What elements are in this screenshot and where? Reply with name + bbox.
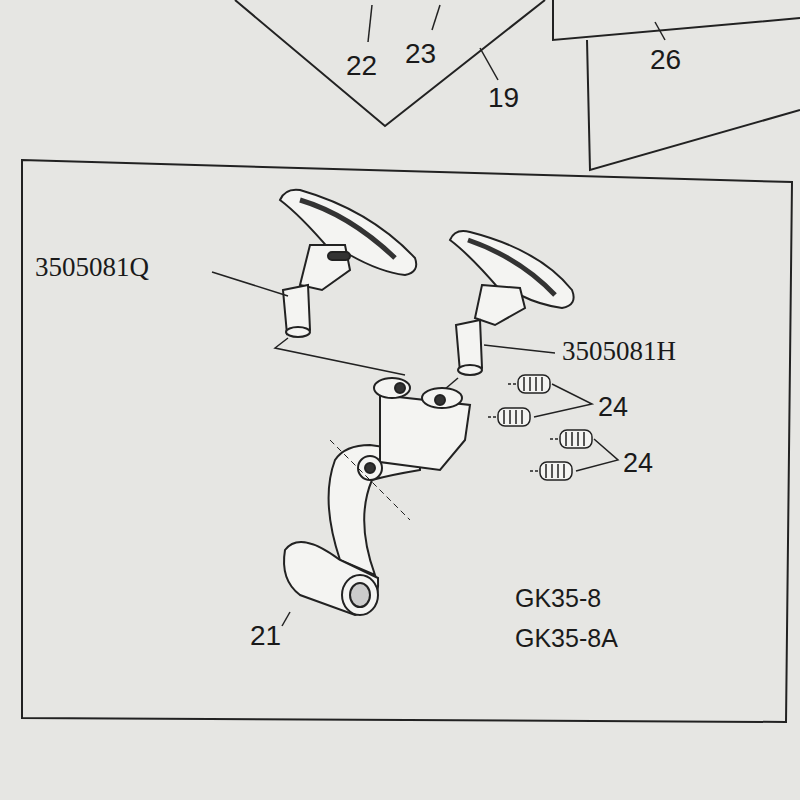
part-number: 3505081H: [562, 338, 676, 365]
callout-number: 24: [598, 394, 628, 421]
screw-part: [488, 375, 592, 480]
callout-number: 19: [488, 84, 519, 112]
panel-outline: [235, 0, 545, 126]
callout-number: 24: [623, 450, 653, 477]
panel-outline: [587, 40, 800, 170]
frame: [22, 160, 792, 722]
arm-part: [280, 190, 416, 337]
panel-outline: [553, 0, 800, 40]
arm-part: [450, 231, 574, 375]
callout-number: 22: [346, 52, 377, 80]
bracket-part: [284, 378, 470, 615]
callout-number: 21: [250, 622, 281, 650]
callout-number: 26: [650, 46, 681, 74]
model-name: GK35-8A: [515, 626, 618, 651]
part-number: 3505081Q: [35, 254, 149, 281]
model-name: GK35-8: [515, 586, 601, 611]
callout-number: 23: [405, 40, 436, 68]
